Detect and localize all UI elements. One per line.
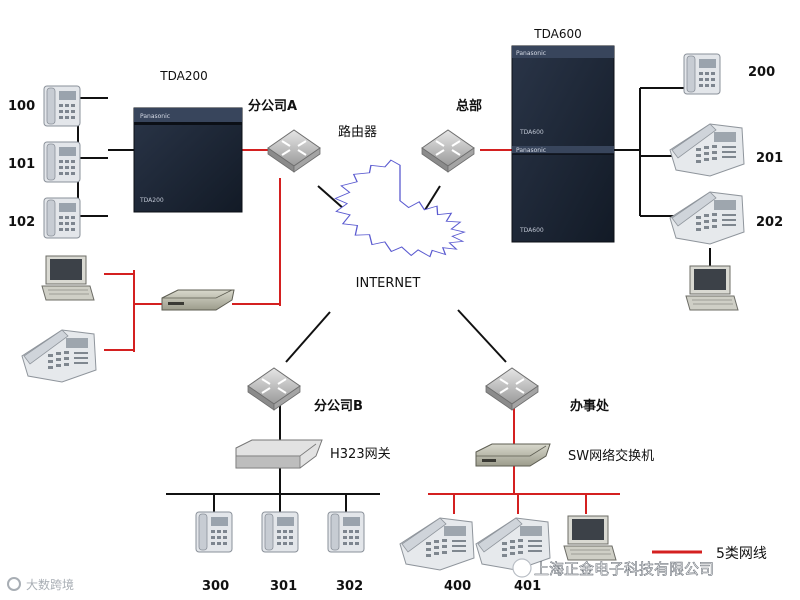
ext-201: 201 — [756, 151, 783, 166]
watermark-logo-icon — [7, 577, 21, 591]
phone-302-icon — [327, 511, 365, 553]
office-router-icon — [485, 367, 539, 411]
tda200-label: TDA200 — [159, 69, 207, 83]
ext-200: 200 — [748, 65, 775, 80]
office-lan — [428, 404, 620, 514]
tda200-brand: Panasonic — [140, 113, 170, 120]
branch-b-router-icon — [247, 367, 301, 411]
watermark-left-text: 大数跨境 — [26, 577, 74, 592]
ext-401: 401 — [514, 579, 541, 594]
tda600-brand-bottom: Panasonic — [516, 147, 546, 154]
tda600-brand-top: Panasonic — [516, 50, 546, 57]
branch-a-gateway-device — [161, 289, 235, 311]
tda200-phone-bus — [77, 97, 138, 217]
tda200-model: TDA200 — [139, 197, 164, 204]
phone-200-icon — [683, 53, 721, 95]
watermark-right-text: 上海正金电子科技有限公司 — [534, 560, 714, 578]
office-label: 办事处 — [570, 398, 610, 414]
hq-router-icon — [421, 129, 475, 173]
phone-101-icon — [43, 141, 81, 183]
h323-gateway-device — [235, 439, 323, 469]
h323-gateway-label: H323网关 — [330, 447, 391, 462]
tda600-pbx: Panasonic Panasonic TDA600 TDA600 — [511, 45, 615, 243]
phone-202-icon — [669, 191, 745, 245]
sw-switch-label: SW网络交换机 — [568, 448, 654, 464]
tda600-phone-bus — [614, 87, 711, 266]
ext-101: 101 — [8, 157, 35, 172]
watermark-right: 上海正金电子科技有限公司 — [512, 558, 714, 578]
office-laptop-icon — [563, 515, 617, 561]
branch-a-label: 分公司A — [248, 98, 297, 114]
phone-400-icon — [399, 517, 475, 571]
ext-301: 301 — [270, 579, 297, 594]
watermark-left: 大数跨境 — [7, 577, 74, 592]
tda600-model-bottom: TDA600 — [519, 227, 544, 234]
wechat-icon — [512, 558, 532, 578]
internet-cloud — [334, 159, 466, 258]
sw-switch-device — [475, 443, 551, 467]
branch-b-bus — [166, 404, 380, 514]
branch-a-lan — [104, 149, 281, 352]
ext-302: 302 — [336, 579, 363, 594]
tda600-label: TDA600 — [533, 27, 581, 41]
phone-301-icon — [261, 511, 299, 553]
branch-a-ipphone-icon — [21, 329, 97, 383]
ext-102: 102 — [8, 215, 35, 230]
ext-400: 400 — [444, 579, 471, 594]
phone-201-icon — [669, 123, 745, 177]
ext-100: 100 — [8, 99, 35, 114]
ext-202: 202 — [756, 215, 783, 230]
branch-b-label: 分公司B — [314, 398, 363, 414]
tda600-model-top: TDA600 — [519, 129, 544, 136]
tda200-pbx: Panasonic TDA200 — [133, 107, 243, 213]
phone-102-icon — [43, 197, 81, 239]
phone-300-icon — [195, 511, 233, 553]
internet-label: INTERNET — [356, 276, 421, 291]
branch-a-laptop-icon — [41, 255, 95, 301]
branch-a-router-icon — [267, 129, 321, 173]
router-label: 路由器 — [338, 124, 377, 140]
phone-100-icon — [43, 85, 81, 127]
ext-300: 300 — [202, 579, 229, 594]
legend-cat5-label: 5类网线 — [716, 546, 767, 562]
headquarters-label: 总部 — [456, 98, 482, 114]
hq-laptop-icon — [685, 265, 739, 311]
